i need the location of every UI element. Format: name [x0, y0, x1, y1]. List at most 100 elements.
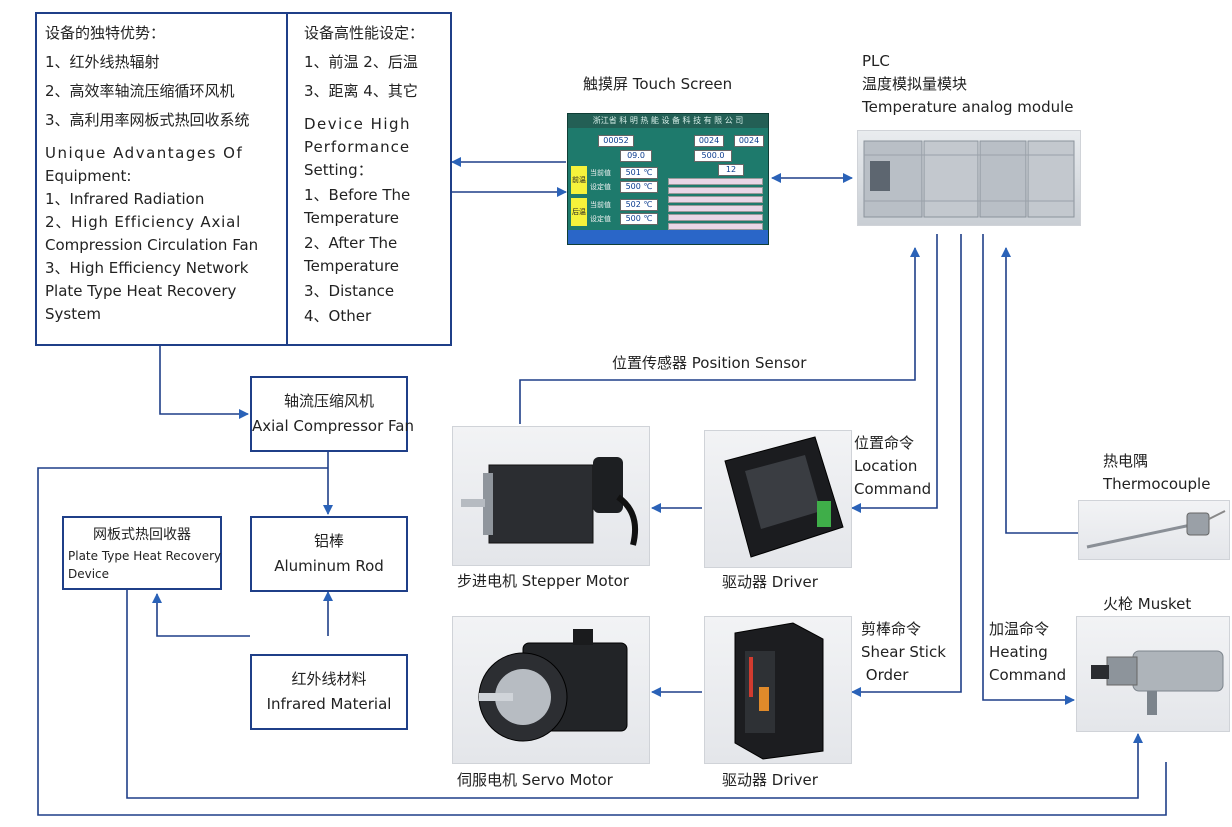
musket-icon: [1091, 650, 1224, 715]
settings-en-7: Temperature: [304, 257, 400, 275]
ts-front-set-label: 设定值: [590, 183, 611, 191]
location-cmd-en-2: Command: [854, 480, 932, 498]
ts-back-set: 500 ℃: [620, 213, 658, 225]
musket-label: 火枪 Musket: [1103, 595, 1192, 613]
heat-recovery-box: 网板式热回收器 Plate Type Heat Recovery Device: [62, 516, 222, 590]
ts-value-2: 0024: [694, 135, 724, 147]
plc-line-2: 温度模拟量模块: [862, 75, 968, 93]
advantages-title: 设备的独特优势：: [45, 24, 166, 42]
settings-en-9: 4、Other: [304, 307, 372, 325]
rod-en: Aluminum Rod: [274, 557, 384, 575]
advantages-title-en-1: Unique Advantages Of: [45, 144, 244, 162]
driver-1-label: 驱动器 Driver: [722, 573, 818, 591]
settings-cn-2: 3、距离 4、其它: [304, 82, 418, 100]
touch-screen-header: 浙江省 科 明 热 能 设 备 科 技 有 限 公 司: [568, 114, 768, 128]
ts-back-current: 502 ℃: [620, 199, 658, 211]
settings-en-4: 1、Before The: [304, 186, 411, 204]
advantage-en-4: 3、High Efficiency Network: [45, 259, 249, 277]
axial-fan-box: 轴流压缩风机 Axial Compressor Fan: [250, 376, 414, 452]
thermocouple-cn: 热电隅: [1103, 452, 1149, 470]
ts-value-5: 500.0: [694, 150, 732, 162]
stepper-driver-icon: [724, 436, 844, 558]
stepper-motor-image: [452, 426, 650, 566]
settings-cn-1: 1、前温 2、后温: [304, 53, 418, 71]
advantage-en-6: System: [45, 305, 101, 323]
settings-en-8: 3、Distance: [304, 282, 395, 300]
servo-driver-icon: [734, 622, 824, 760]
ts-back-set-label: 设定值: [590, 215, 611, 223]
plc-module-icon: [863, 140, 1075, 218]
advantage-en-5: Plate Type Heat Recovery: [45, 282, 237, 300]
stepper-motor-label: 步进电机 Stepper Motor: [457, 572, 629, 590]
ts-footer: [568, 230, 768, 244]
plc-line-3: Temperature analog module: [862, 98, 1074, 116]
ts-back-current-label: 当前值: [590, 201, 611, 209]
settings-en-3: Setting：: [304, 161, 373, 179]
advantages-title-en-2: Equipment:: [45, 167, 132, 185]
settings-en-6: 2、After The: [304, 234, 398, 252]
driver-1-image: [704, 430, 852, 568]
ts-value-4: 09.0: [620, 150, 652, 162]
advantages-box: 设备的独特优势： 1、红外线热辐射 2、高效率轴流压缩循环风机 3、高利用率网板…: [35, 12, 288, 346]
recovery-en-1: Plate Type Heat Recovery: [68, 549, 222, 563]
touch-screen-image: 浙江省 科 明 热 能 设 备 科 技 有 限 公 司 00052 0024 0…: [567, 113, 769, 245]
shear-order-label: 剪棒命令 Shear Stick Order: [861, 618, 946, 687]
settings-en-5: Temperature: [304, 209, 400, 227]
shear-cmd-cn: 剪棒命令: [861, 620, 922, 638]
shear-cmd-en-1: Shear Stick: [861, 643, 946, 661]
settings-title: 设备高性能设定：: [304, 24, 425, 42]
ts-front-label: 前温: [571, 166, 587, 194]
stepper-motor-icon: [461, 457, 639, 546]
servo-motor-image: [452, 616, 650, 764]
advantage-cn-1: 1、红外线热辐射: [45, 53, 160, 71]
ts-value-3: 0024: [734, 135, 764, 147]
ts-bar-row: [668, 205, 763, 212]
plc-line-1: PLC: [862, 52, 890, 70]
advantage-en-2: 2、High Efficiency Axial: [45, 213, 242, 231]
settings-box: 设备高性能设定： 1、前温 2、后温 3、距离 4、其它 Device High…: [286, 12, 452, 346]
ts-bar-row: [668, 214, 763, 221]
plc-module-image: [857, 130, 1081, 226]
ts-bar-row: [668, 178, 763, 185]
advantage-cn-3: 3、高利用率网板式热回收系统: [45, 111, 250, 129]
recovery-en-2: Device: [68, 567, 110, 581]
driver-2-label: 驱动器 Driver: [722, 771, 818, 789]
advantages-text: 设备的独特优势： 1、红外线热辐射 2、高效率轴流压缩循环风机 3、高利用率网板…: [45, 22, 258, 326]
rod-cn: 铝棒: [313, 532, 344, 550]
ts-front-set: 500 ℃: [620, 181, 658, 193]
location-cmd-en-1: Location: [854, 457, 918, 475]
aluminum-rod-box: 铝棒 Aluminum Rod: [250, 516, 408, 592]
heating-cmd-en-1: Heating: [989, 643, 1048, 661]
ts-bar-row: [668, 187, 763, 194]
ts-value-6: 12: [718, 164, 744, 176]
ts-bar-row: [668, 223, 763, 230]
settings-en-1: Device High: [304, 115, 412, 133]
touch-screen-label: 触摸屏 Touch Screen: [583, 75, 733, 93]
settings-en-2: Performance: [304, 138, 411, 156]
settings-text: 设备高性能设定： 1、前温 2、后温 3、距离 4、其它 Device High…: [304, 22, 424, 328]
plc-label: PLC 温度模拟量模块 Temperature analog module: [862, 50, 1074, 119]
ts-front-current-label: 当前值: [590, 169, 611, 177]
thermocouple-en: Thermocouple: [1103, 475, 1211, 493]
location-cmd-cn: 位置命令: [854, 434, 915, 452]
musket-image: [1076, 616, 1230, 732]
heating-cmd-cn: 加温命令: [989, 620, 1050, 638]
thermocouple-label: 热电隅 Thermocouple: [1103, 450, 1210, 496]
position-sensor-label: 位置传感器 Position Sensor: [612, 354, 807, 372]
thermocouple-image: [1078, 500, 1230, 560]
heating-cmd-en-2: Command: [989, 666, 1067, 684]
ts-bar-row: [668, 196, 763, 203]
recovery-cn: 网板式热回收器: [93, 527, 191, 543]
shear-cmd-en-2: Order: [861, 666, 909, 684]
ts-back-label: 后温: [571, 198, 587, 226]
servo-motor-icon: [478, 629, 628, 742]
ts-value-1: 00052: [598, 135, 634, 147]
driver-2-image: [704, 616, 852, 764]
ts-front-current: 501 ℃: [620, 167, 658, 179]
infrared-en: Infrared Material: [266, 695, 392, 713]
thermocouple-icon: [1086, 510, 1226, 549]
infrared-material-box: 红外线材料 Infrared Material: [250, 654, 408, 730]
fan-en: Axial Compressor Fan: [252, 417, 414, 435]
heating-command-label: 加温命令 Heating Command: [989, 618, 1066, 687]
